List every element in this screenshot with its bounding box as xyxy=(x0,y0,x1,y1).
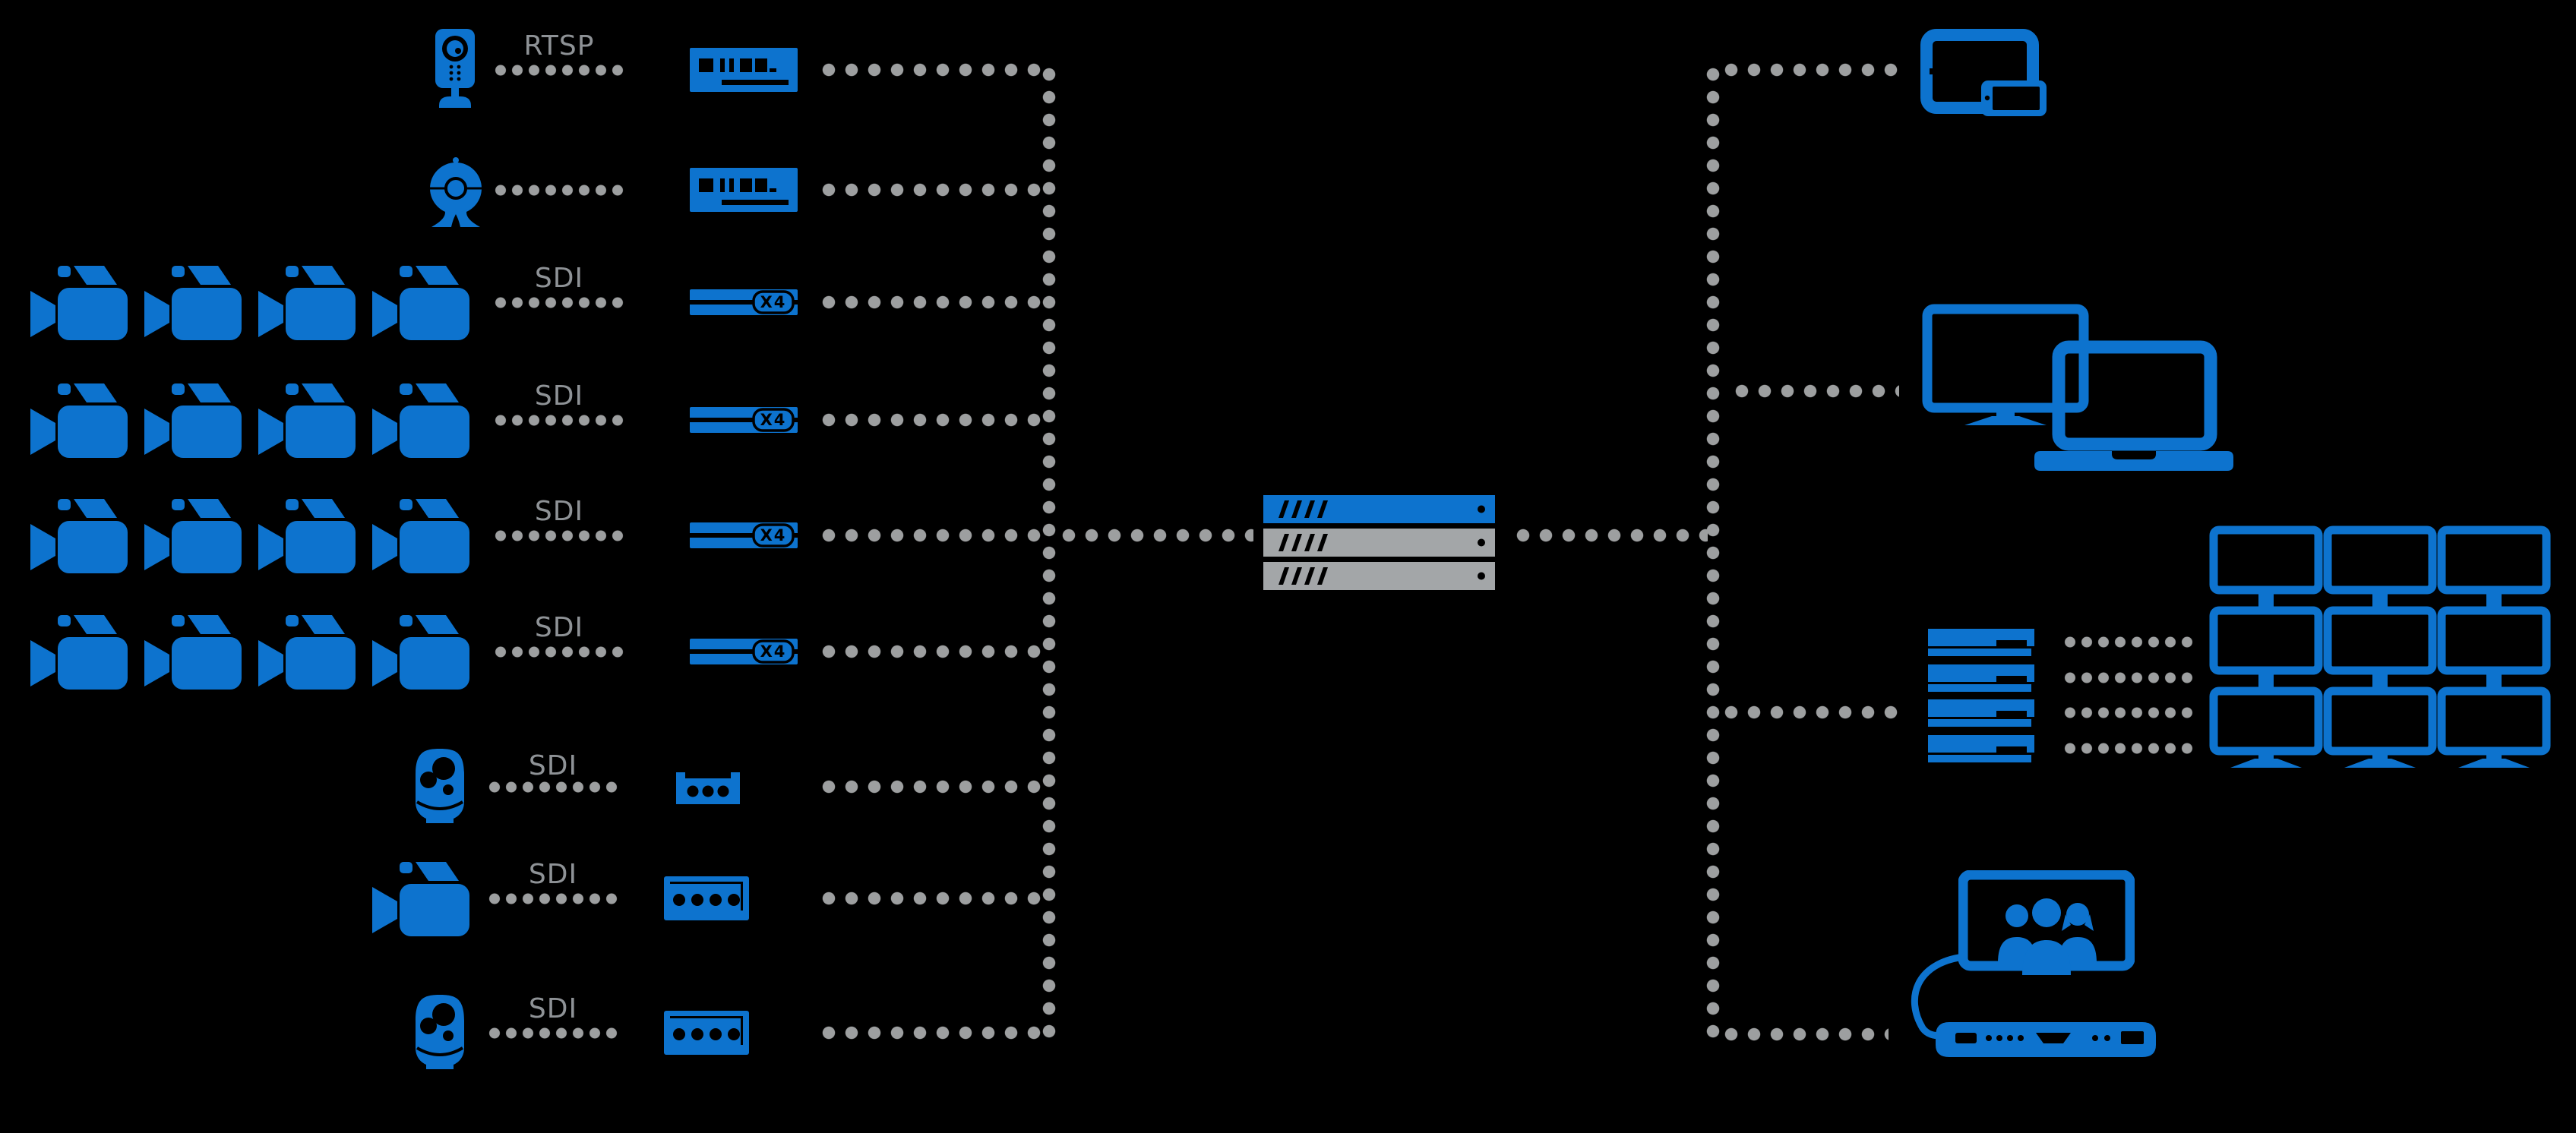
link-trunk-mobile xyxy=(1720,63,1898,77)
link-trunk-rack xyxy=(1720,705,1899,719)
link-camera-encoder xyxy=(492,297,626,308)
protocol-label-sdi: SDI xyxy=(534,263,584,294)
link-trunk-server xyxy=(1057,529,1253,542)
streaming-encoder-icon xyxy=(690,168,798,212)
link-camera-encoder xyxy=(486,1027,620,1039)
video-camera-icon xyxy=(30,382,129,458)
link-camera-encoder xyxy=(492,415,626,426)
video-camera-icon xyxy=(372,614,471,690)
encoder-icon xyxy=(664,876,749,920)
link-camera-encoder xyxy=(486,781,620,793)
server-unit-primary xyxy=(1263,495,1495,523)
link-encoder-trunk xyxy=(817,183,1042,197)
protocol-label-rtsp: RTSP xyxy=(523,30,595,62)
link-trunk-conference xyxy=(1720,1027,1889,1041)
link-encoder-trunk xyxy=(817,529,1042,542)
x4-badge-label: X4 xyxy=(760,642,787,661)
link-camera-encoder xyxy=(492,65,626,76)
video-camera-icon xyxy=(258,264,357,340)
link-rack-wall xyxy=(2062,636,2195,648)
video-wall-column-icon xyxy=(2437,525,2551,768)
server-unit xyxy=(1263,529,1495,557)
webcam-icon xyxy=(424,153,488,228)
trunk-left xyxy=(1042,63,1056,1043)
protocol-label-sdi: SDI xyxy=(528,859,578,890)
link-rack-wall xyxy=(2062,672,2195,683)
link-encoder-trunk xyxy=(817,1026,1042,1040)
link-camera-encoder xyxy=(492,646,626,658)
decoder-rack-unit-icon xyxy=(1928,664,2034,692)
video-camera-icon xyxy=(258,382,357,458)
conference-cable xyxy=(1911,953,1964,1040)
ip-camera-icon xyxy=(430,29,480,109)
ptz-dome-camera-icon xyxy=(414,993,466,1071)
video-camera-icon xyxy=(30,264,129,340)
link-rack-wall xyxy=(2062,743,2195,754)
video-wall-column-icon xyxy=(2209,525,2323,768)
protocol-label-sdi: SDI xyxy=(528,993,578,1024)
protocol-label-sdi: SDI xyxy=(528,750,578,781)
link-trunk-desktop xyxy=(1731,384,1899,398)
link-encoder-trunk xyxy=(817,780,1042,794)
video-camera-icon xyxy=(144,614,243,690)
x4-badge-label: X4 xyxy=(760,411,787,429)
server-unit xyxy=(1263,562,1495,590)
video-camera-icon xyxy=(258,614,357,690)
video-camera-icon xyxy=(30,614,129,690)
decoder-rack-unit-icon xyxy=(1928,735,2034,762)
laptop-icon xyxy=(2034,340,2233,477)
protocol-label-sdi: SDI xyxy=(534,380,584,412)
streaming-encoder-icon xyxy=(690,48,798,92)
encoder-icon xyxy=(664,1011,749,1055)
link-encoder-trunk xyxy=(817,892,1042,905)
ptz-dome-camera-icon xyxy=(414,747,466,825)
protocol-label-sdi: SDI xyxy=(534,612,584,643)
link-camera-encoder xyxy=(492,185,626,196)
video-camera-icon xyxy=(372,264,471,340)
link-encoder-trunk xyxy=(817,645,1042,658)
video-wall-column-icon xyxy=(2323,525,2437,768)
mini-converter-icon xyxy=(676,769,740,804)
link-encoder-trunk xyxy=(817,295,1042,309)
protocol-label-sdi: SDI xyxy=(534,496,584,527)
link-encoder-trunk xyxy=(817,413,1042,427)
video-camera-icon xyxy=(372,860,471,936)
video-camera-icon xyxy=(144,382,243,458)
link-server-trunk xyxy=(1512,529,1708,542)
video-camera-icon xyxy=(258,497,357,573)
conference-codec-icon xyxy=(1936,1016,2156,1057)
video-camera-icon xyxy=(30,497,129,573)
video-camera-icon xyxy=(144,497,243,573)
x4-badge-label: X4 xyxy=(760,526,787,544)
link-encoder-trunk xyxy=(817,63,1042,77)
link-rack-wall xyxy=(2062,707,2195,718)
decoder-rack-unit-icon xyxy=(1928,699,2034,727)
link-camera-encoder xyxy=(486,893,620,904)
tablet-phone-icon xyxy=(1920,29,2048,116)
video-camera-icon xyxy=(372,497,471,573)
x4-badge-label: X4 xyxy=(760,293,787,311)
link-camera-encoder xyxy=(492,530,626,541)
conference-screen-icon xyxy=(1958,870,2135,990)
trunk-right xyxy=(1706,63,1720,1043)
video-camera-icon xyxy=(144,264,243,340)
decoder-rack-unit-icon xyxy=(1928,629,2034,656)
video-camera-icon xyxy=(372,382,471,458)
